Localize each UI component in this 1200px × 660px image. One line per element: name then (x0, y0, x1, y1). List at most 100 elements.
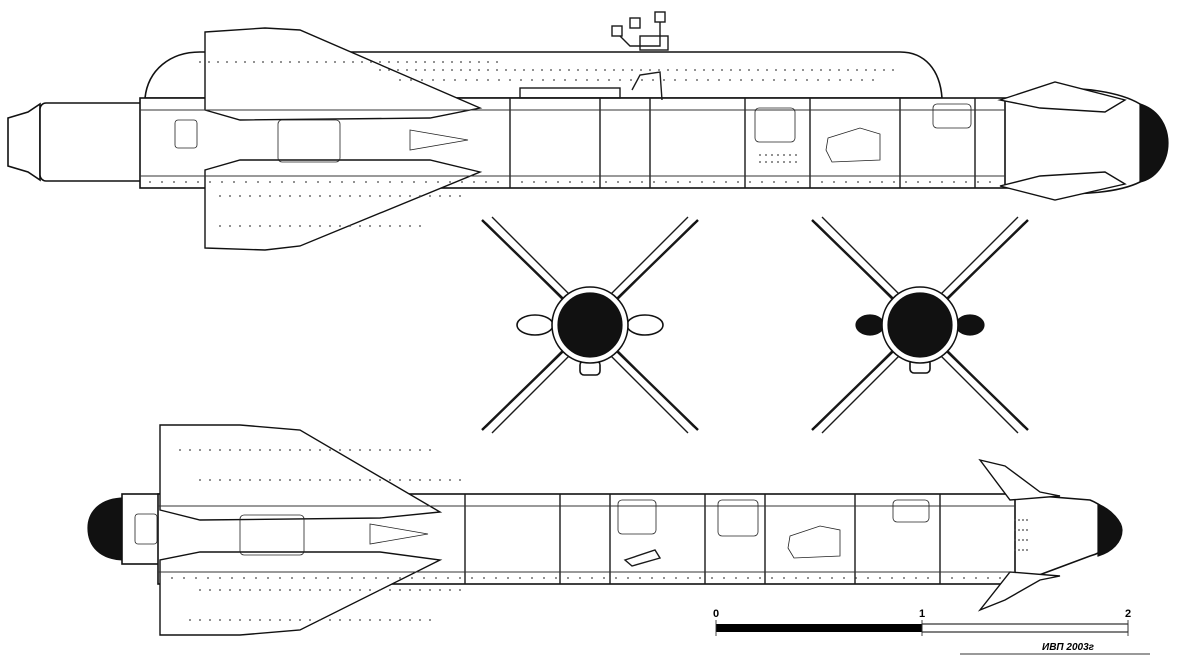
rivet (460, 69, 462, 71)
rivet (531, 577, 533, 579)
rivet (577, 69, 579, 71)
rivet (867, 577, 869, 579)
rivet (795, 154, 797, 156)
rivet (299, 589, 301, 591)
access-panel (754, 107, 796, 143)
rivet (319, 225, 321, 227)
rivet (239, 195, 241, 197)
rivet (615, 577, 617, 579)
rivet (471, 577, 473, 579)
rivet (557, 181, 559, 183)
rivet (725, 181, 727, 183)
rivet (429, 619, 431, 621)
seeker-dome (1139, 103, 1169, 183)
rivet (454, 79, 456, 81)
rivet (545, 181, 547, 183)
rivet (419, 449, 421, 451)
rivet (389, 479, 391, 481)
rivet (369, 589, 371, 591)
rivet (245, 181, 247, 183)
rear-dome (87, 497, 126, 561)
rivet (309, 225, 311, 227)
rivet (765, 161, 767, 163)
rivet (449, 181, 451, 183)
rivet (639, 577, 641, 579)
rivet (329, 195, 331, 197)
rivet (379, 619, 381, 621)
rivet (299, 225, 301, 227)
rivet (316, 61, 318, 63)
rivet (339, 589, 341, 591)
rivet (658, 69, 660, 71)
rivet (388, 69, 390, 71)
rivet-pattern (149, 61, 991, 227)
rivet (496, 61, 498, 63)
rivet (649, 69, 651, 71)
upper-wing (204, 27, 483, 121)
rivet (235, 61, 237, 63)
rivet (917, 181, 919, 183)
rivet (1026, 549, 1028, 551)
rivet (806, 79, 808, 81)
rivet (397, 69, 399, 71)
rivet (652, 79, 654, 81)
rivet (483, 577, 485, 579)
rivet (629, 181, 631, 183)
rivet (339, 479, 341, 481)
rivet (379, 589, 381, 591)
rivet (783, 154, 785, 156)
rear-ring (121, 493, 161, 565)
rivet (903, 577, 905, 579)
rivet (226, 61, 228, 63)
rivet (253, 61, 255, 63)
rivet (487, 79, 489, 81)
rivet (665, 181, 667, 183)
rivet (604, 69, 606, 71)
rivet (550, 69, 552, 71)
rivet (689, 181, 691, 183)
rivet (807, 577, 809, 579)
rivet (309, 479, 311, 481)
rivet (865, 69, 867, 71)
rivet (1022, 539, 1024, 541)
umbilical-connector (611, 11, 669, 51)
rivet (424, 61, 426, 63)
rivet (465, 79, 467, 81)
rivet (442, 69, 444, 71)
access-panel (892, 499, 930, 523)
rivet (389, 589, 391, 591)
rivet (802, 69, 804, 71)
rivet (369, 619, 371, 621)
rivet (207, 577, 209, 579)
rivet (389, 195, 391, 197)
rivet (370, 61, 372, 63)
rivet (365, 181, 367, 183)
access-panel (174, 119, 198, 149)
rivet (737, 181, 739, 183)
rivet (723, 577, 725, 579)
rivet (872, 79, 874, 81)
rivet (735, 577, 737, 579)
rivet (1018, 519, 1020, 521)
left-canard (978, 458, 1061, 501)
rivet (397, 61, 399, 63)
rivet (833, 181, 835, 183)
rivet (498, 79, 500, 81)
rivet (329, 479, 331, 481)
rivet (581, 181, 583, 183)
rivet (509, 181, 511, 183)
rivet (496, 69, 498, 71)
rivet (850, 79, 852, 81)
rivet (617, 181, 619, 183)
rivet (389, 619, 391, 621)
rivet (811, 69, 813, 71)
rivet (309, 619, 311, 621)
rivet (341, 181, 343, 183)
rivet (349, 225, 351, 227)
rivet (379, 225, 381, 227)
rivet (319, 589, 321, 591)
rivet (476, 79, 478, 81)
rivet (718, 79, 720, 81)
rivet (675, 577, 677, 579)
rivet (748, 69, 750, 71)
